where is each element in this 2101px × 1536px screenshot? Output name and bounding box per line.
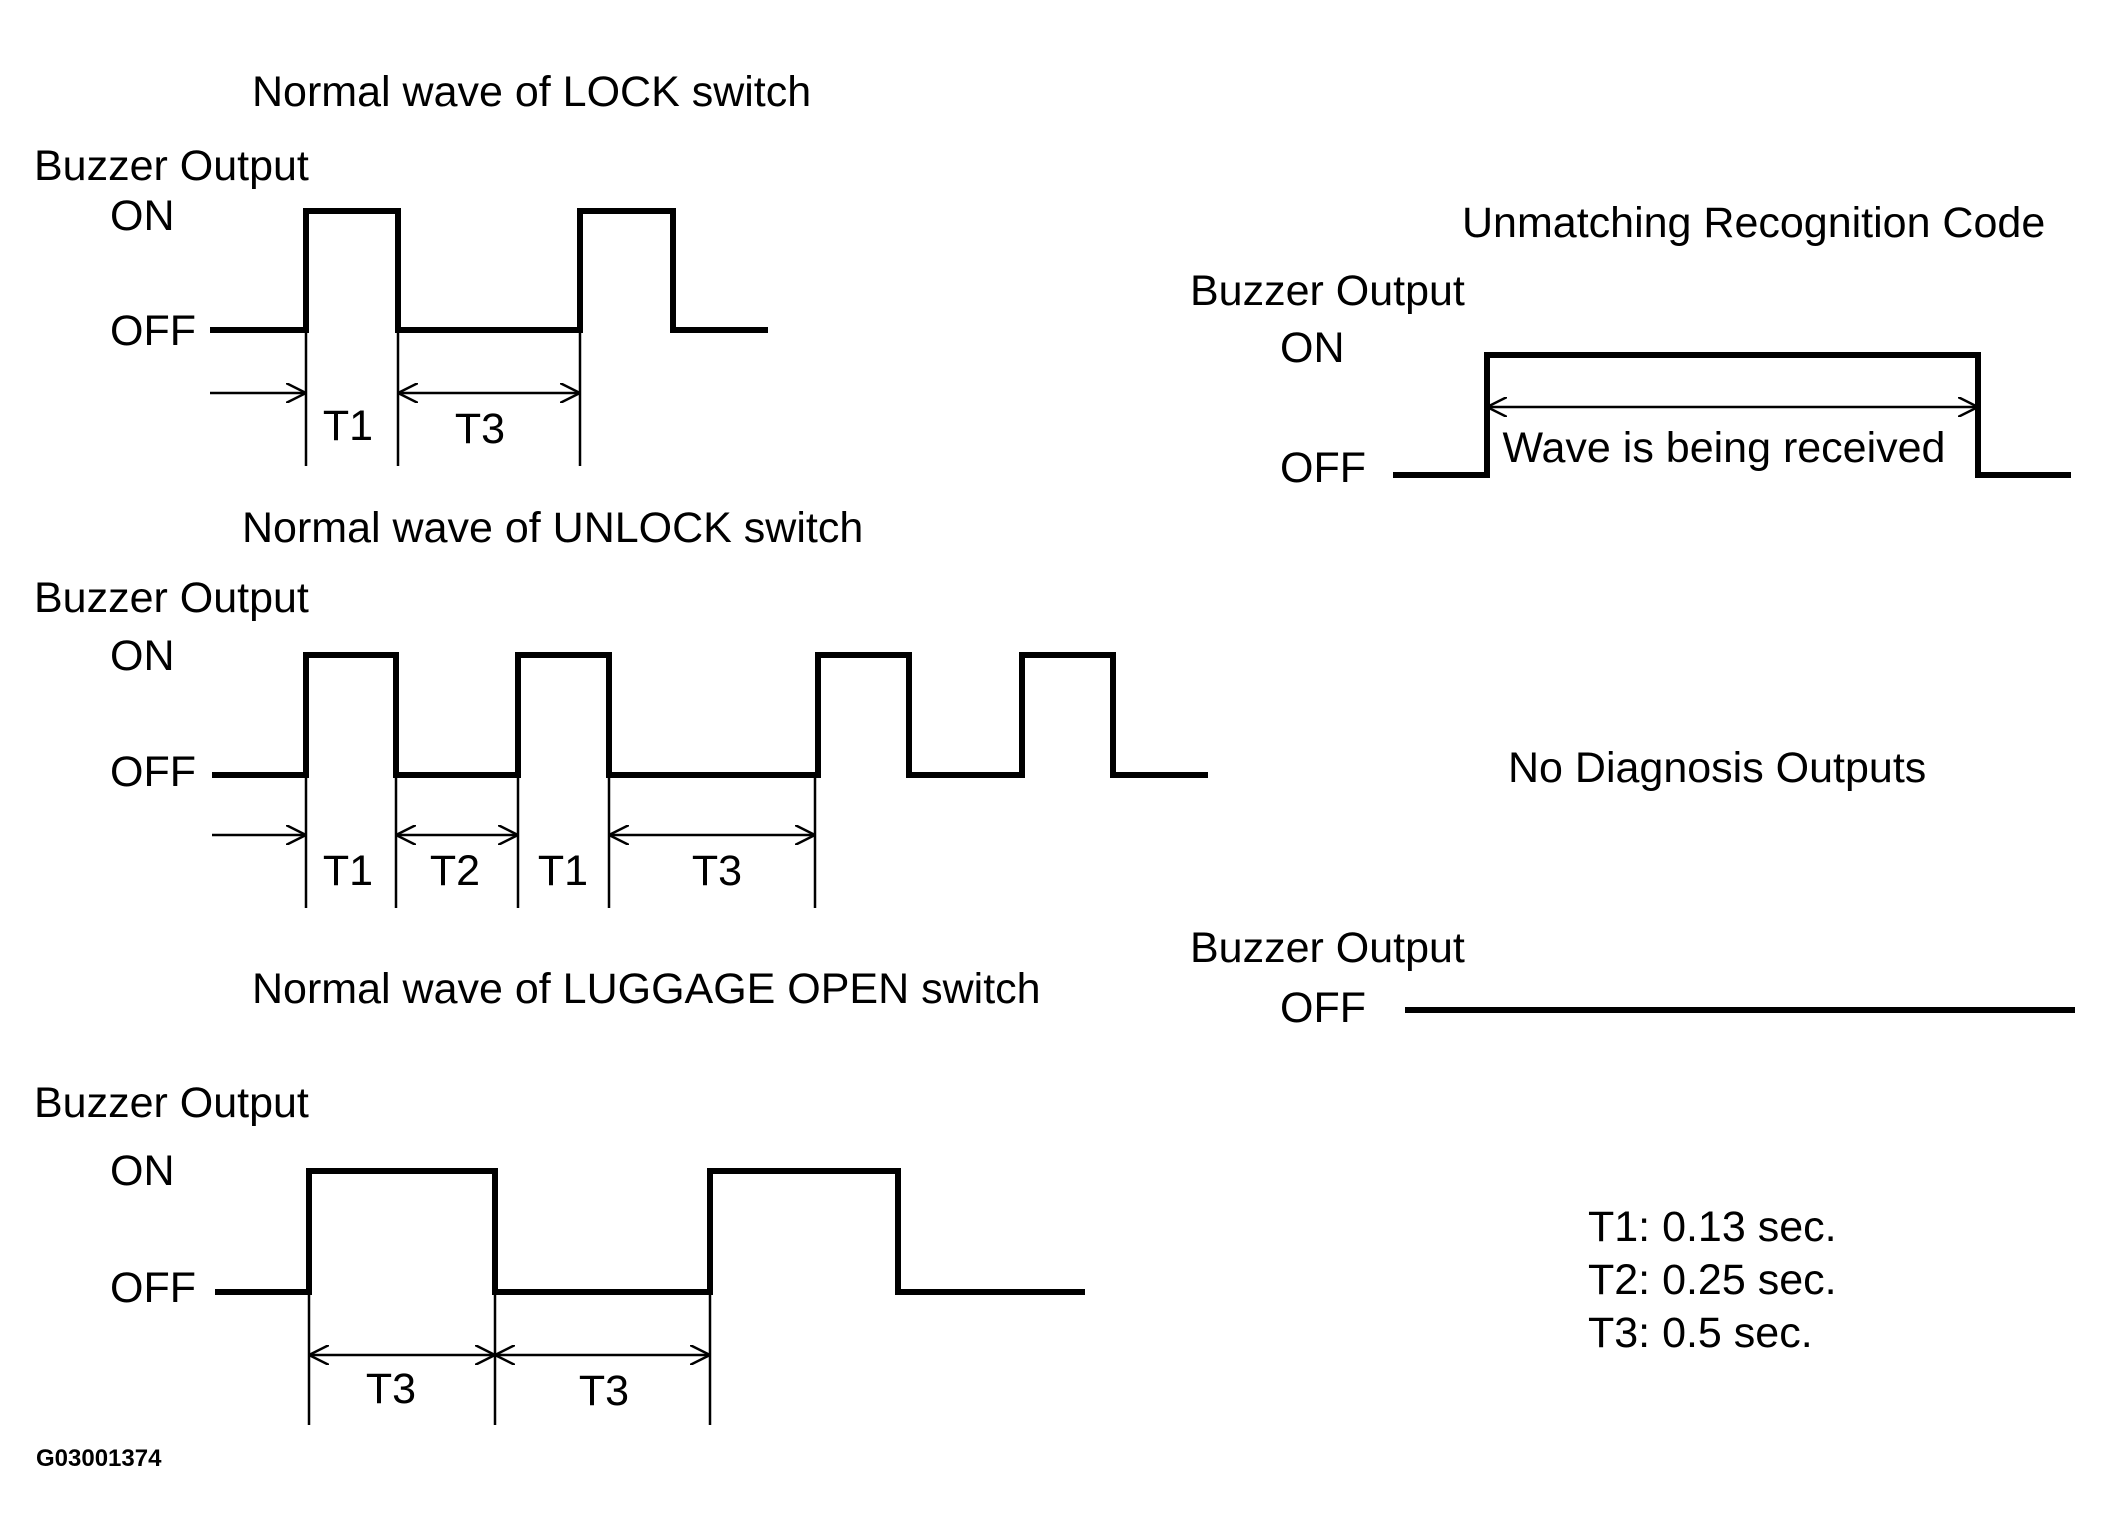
unlock-interval-label: T1 — [538, 847, 588, 895]
luggage-buzzer-label: Buzzer Output — [34, 1079, 309, 1127]
unmatching-on-label: ON — [1280, 324, 1345, 372]
unmatching-section: Unmatching Recognition Code Buzzer Outpu… — [1190, 199, 2071, 492]
unmatching-waveform — [1393, 352, 2071, 478]
unlock-title: Normal wave of UNLOCK switch — [242, 504, 863, 552]
unlock-interval-label: T3 — [692, 847, 742, 895]
unlock-buzzer-label: Buzzer Output — [34, 574, 309, 622]
luggage-title: Normal wave of LUGGAGE OPEN switch — [252, 965, 1041, 1013]
figure-code: G03001374 — [36, 1445, 162, 1472]
luggage-waveform — [215, 1168, 1085, 1295]
lock-waveform — [210, 208, 768, 333]
luggage-off-label: OFF — [110, 1264, 196, 1312]
no-diagnosis-off-label: OFF — [1280, 984, 1366, 1032]
timing-legend: T1: 0.13 sec. T2: 0.25 sec. T3: 0.5 sec. — [1588, 1203, 1837, 1357]
unlock-section: Normal wave of UNLOCK switch Buzzer Outp… — [34, 504, 1208, 908]
luggage-section: Normal wave of LUGGAGE OPEN switch Buzze… — [34, 965, 1085, 1425]
luggage-interval-label: T3 — [366, 1365, 416, 1413]
lock-interval-label: T3 — [455, 405, 505, 453]
legend-t3: T3: 0.5 sec. — [1588, 1309, 1813, 1357]
unlock-off-label: OFF — [110, 748, 196, 796]
unmatching-off-label: OFF — [1280, 444, 1366, 492]
unlock-interval-label: T2 — [430, 847, 480, 895]
unmatching-buzzer-label: Buzzer Output — [1190, 267, 1465, 315]
no-diagnosis-title: No Diagnosis Outputs — [1508, 744, 1926, 792]
lock-interval-label: T1 — [323, 402, 373, 450]
luggage-on-label: ON — [110, 1147, 175, 1195]
lock-on-label: ON — [110, 192, 175, 240]
unlock-interval-label: T1 — [323, 847, 373, 895]
no-diagnosis-buzzer-label: Buzzer Output — [1190, 924, 1465, 972]
lock-off-label: OFF — [110, 307, 196, 355]
no-diagnosis-section: No Diagnosis Outputs Buzzer Output OFF — [1190, 744, 2075, 1032]
lock-section: Normal wave of LOCK switch Buzzer Output… — [34, 68, 811, 466]
unlock-on-label: ON — [110, 632, 175, 680]
legend-t2: T2: 0.25 sec. — [1588, 1256, 1837, 1304]
legend-t1: T1: 0.13 sec. — [1588, 1203, 1837, 1251]
unlock-waveform — [212, 652, 1208, 778]
unmatching-interval-label: Wave is being received — [1503, 424, 1946, 472]
luggage-interval-label: T3 — [579, 1367, 629, 1415]
unmatching-title: Unmatching Recognition Code — [1462, 199, 2045, 247]
lock-buzzer-label: Buzzer Output — [34, 142, 309, 190]
lock-title: Normal wave of LOCK switch — [252, 68, 811, 116]
